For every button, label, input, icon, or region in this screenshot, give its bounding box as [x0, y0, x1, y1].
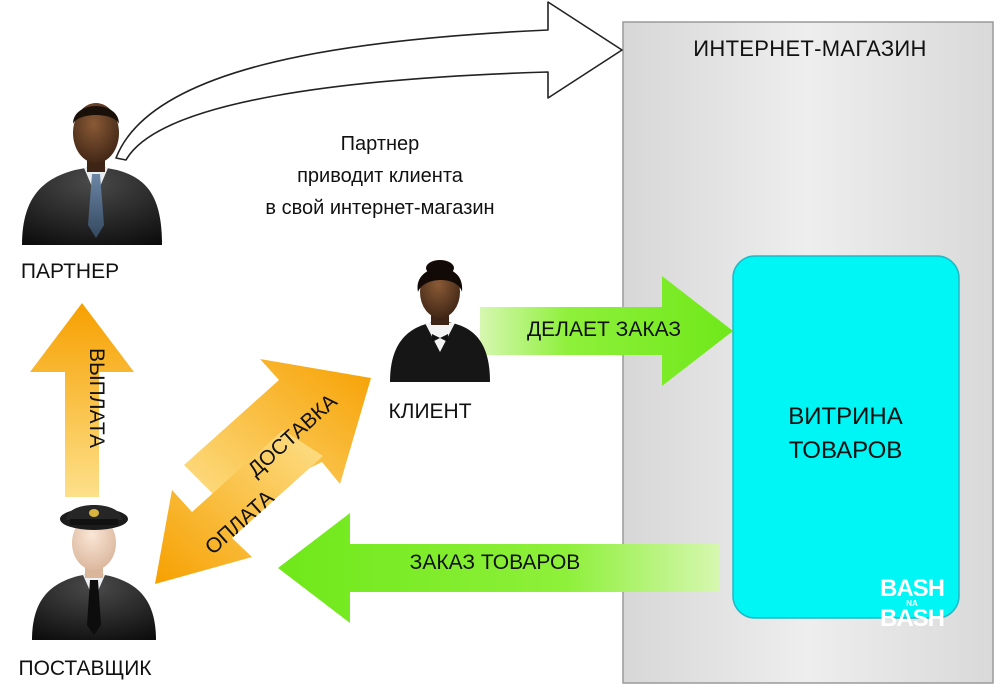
caption-line-3: в свой интернет-магазин — [265, 197, 495, 219]
logo-bottom: BASH — [879, 605, 945, 632]
storefront-box — [732, 255, 960, 619]
partner-label: ПАРТНЕР — [20, 260, 120, 283]
storefront-label: ВИТРИНА ТОВАРОВ — [733, 400, 958, 468]
supplier-avatar — [32, 505, 156, 640]
curved-arrow — [115, 1, 623, 161]
storefront-line-1: ВИТРИНА — [788, 403, 903, 430]
payout-arrow-label: ВЫПЛАТА — [85, 348, 108, 448]
logo-top: BASH — [879, 575, 945, 602]
client-avatar — [390, 260, 490, 382]
bash-na-bash-logo: BASH NA BASH — [872, 575, 952, 632]
order-arrow-label: ДЕЛАЕТ ЗАКАЗ — [526, 318, 682, 341]
partner-avatar — [22, 103, 162, 245]
goods-order-arrow — [278, 513, 720, 623]
caption-line-1: Партнер — [340, 133, 420, 155]
payout-arrow — [30, 303, 134, 497]
order-arrow — [480, 276, 733, 386]
supplier-label: ПОСТАВЩИК — [18, 657, 152, 680]
client-label: КЛИЕНТ — [388, 400, 472, 423]
partner-caption: Партнер приводит клиента в свой интернет… — [190, 128, 570, 224]
goods-order-arrow-label: ЗАКАЗ ТОВАРОВ — [409, 551, 581, 574]
store-title: ИНТЕРНЕТ-МАГАЗИН — [693, 36, 927, 61]
caption-line-2: приводит клиента — [297, 165, 463, 187]
delivery-arrow — [184, 359, 371, 508]
payment-arrow — [155, 430, 323, 584]
logo-middle: NA — [906, 599, 918, 608]
storefront-line-2: ТОВАРОВ — [788, 437, 903, 464]
